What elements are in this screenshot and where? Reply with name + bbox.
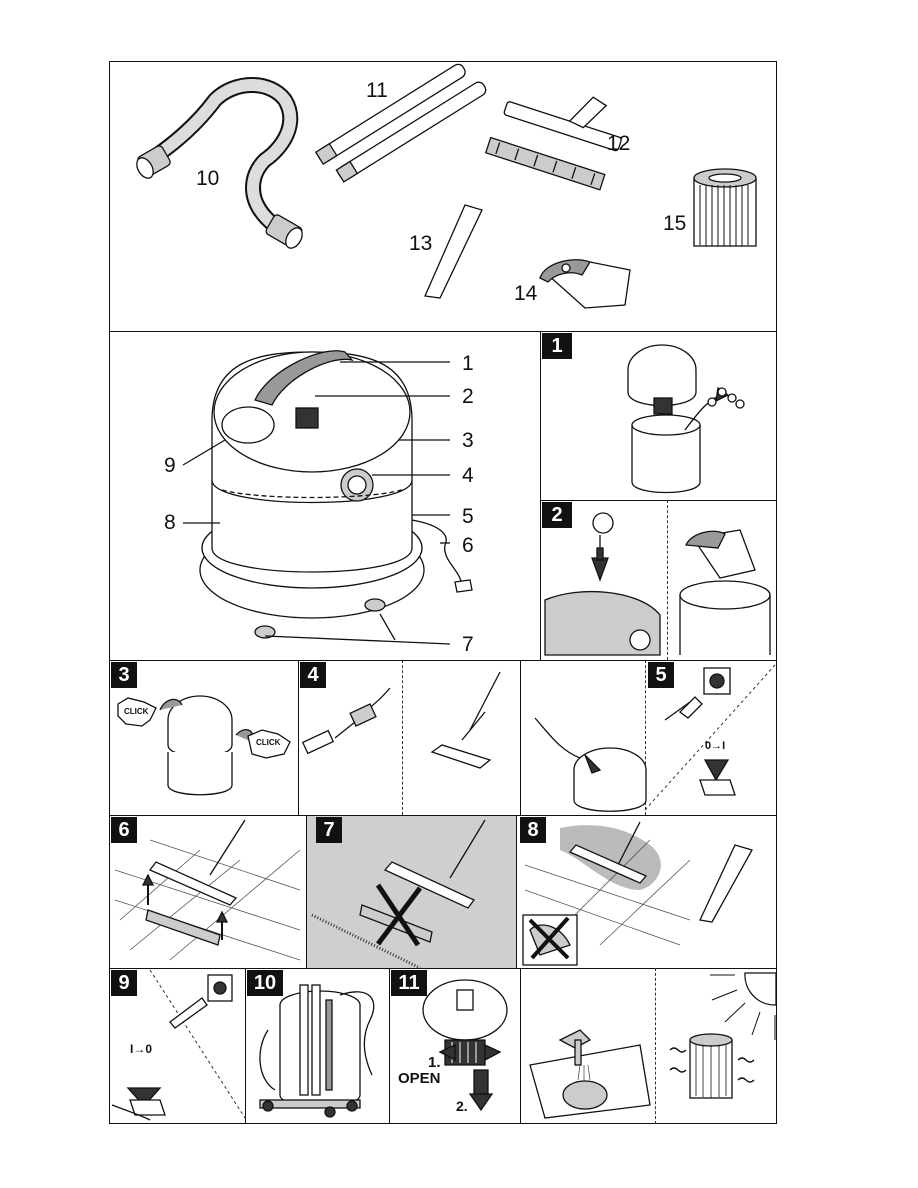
divider [645,660,646,815]
divider [540,500,777,501]
step-badge-2: 2 [542,502,572,528]
step-badge-8: 8 [520,817,546,843]
part-label-switch: 2 [462,385,474,408]
step-badge-4: 4 [300,662,326,688]
step-badge-7: 7 [316,817,342,843]
divider [389,968,390,1124]
click-callout-left: CLICK [124,707,149,716]
divider [298,660,299,815]
part-label-cable: 6 [462,534,474,557]
cross-icon [375,883,422,947]
step-badge-1: 1 [542,333,572,359]
step-badge-9: 9 [111,970,137,996]
divider [520,968,521,1124]
part-label-head-cap: 9 [164,454,176,477]
divider [109,968,777,969]
divider [667,500,668,660]
switch-off-callout: I→0 [130,1042,153,1056]
divider [540,331,541,660]
step-two-instruction: 2. [456,1098,468,1114]
part-label-crevice-nozzle: 13 [409,232,433,255]
plug-icon [169,997,208,1029]
divider [109,331,777,332]
divider [109,660,777,661]
divider [245,968,246,1124]
step-badge-11: 11 [391,970,427,996]
divider [109,815,777,816]
part-label-floor-nozzle: 12 [607,132,631,155]
part-label-container: 8 [164,511,176,534]
divider [402,660,403,815]
divider [516,815,517,968]
divider [520,660,521,815]
part-label-part-5: 5 [462,505,474,528]
part-label-filter-bag: 14 [514,282,538,305]
step-badge-3: 3 [111,662,137,688]
part-label-castors: 7 [462,633,474,656]
part-label-hose: 10 [196,167,220,190]
step-badge-10: 10 [247,970,283,996]
step-badge-6: 6 [111,817,137,843]
part-label-cartridge-filter: 15 [663,212,687,235]
part-label-handle: 1 [462,352,474,375]
part-label-accessory-holder: 3 [462,429,474,452]
part-label-suction-port: 4 [462,464,474,487]
step-badge-5: 5 [648,662,674,688]
divider [306,815,307,968]
part-label-tubes: 11 [366,79,388,102]
switch-on-callout: 0→I [705,740,726,752]
divider [655,968,656,1124]
click-callout-right: CLICK [256,738,281,747]
open-instruction: 1. OPEN [398,1054,441,1087]
sun-icon [744,972,777,1006]
manual-page-frame [109,61,777,1124]
